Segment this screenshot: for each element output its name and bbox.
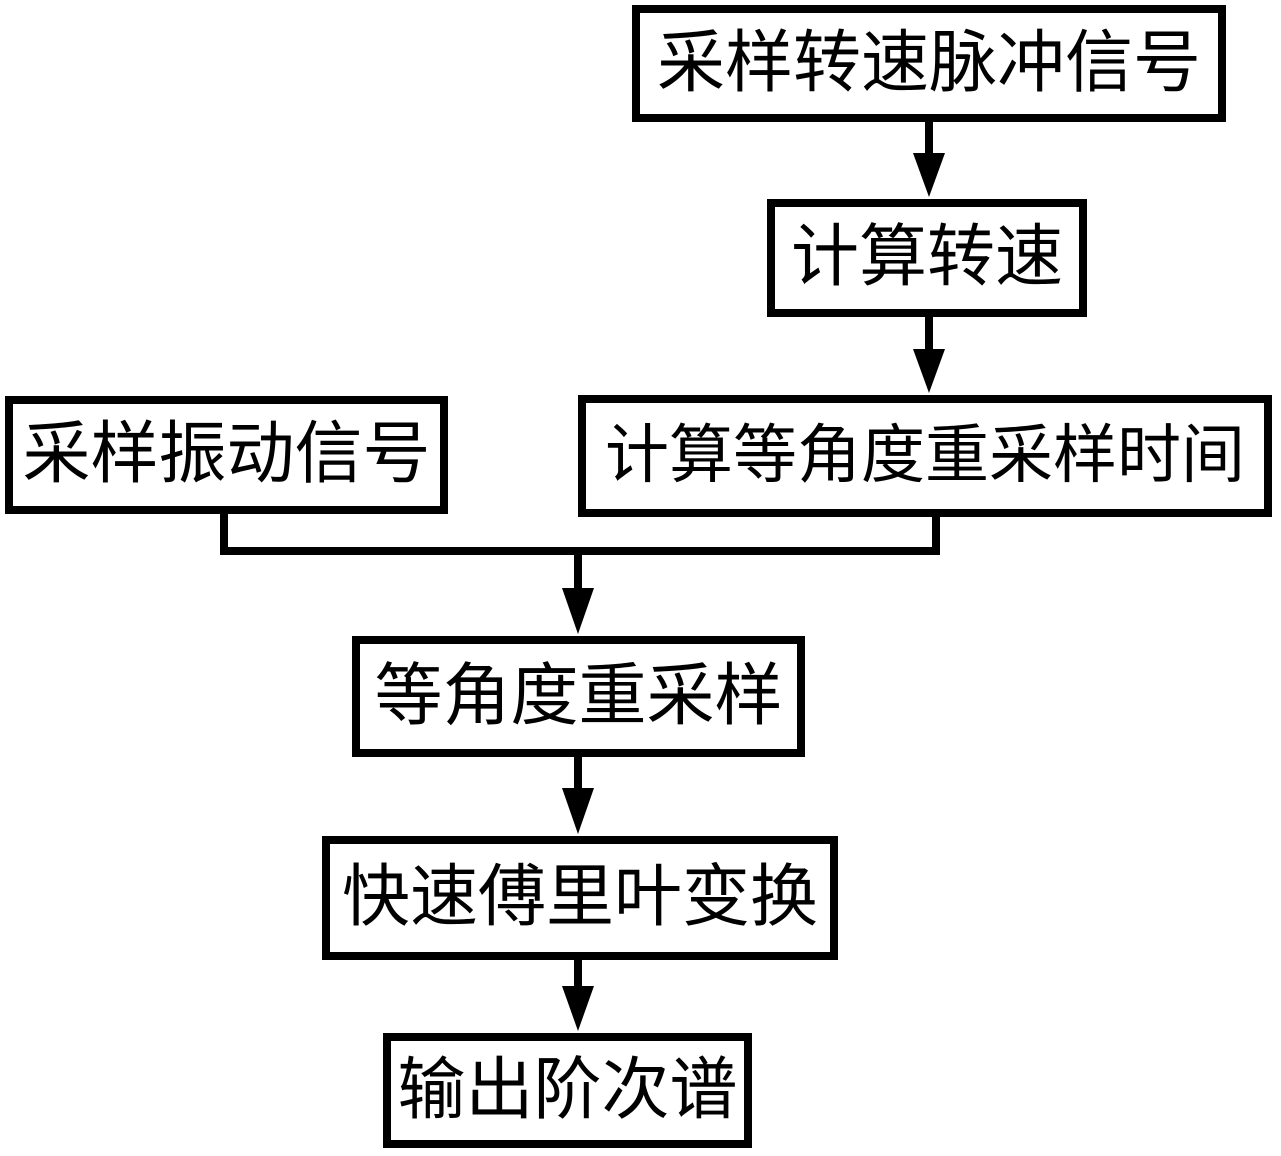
node-equal-angle-resample: 等角度重采样 <box>352 636 805 757</box>
arrow-calcspeed-to-calctime <box>913 317 945 393</box>
node-label: 快速傅里叶变换 <box>341 858 818 937</box>
node-label: 采样转速脉冲信号 <box>656 23 1201 103</box>
merge-connector <box>220 512 940 634</box>
node-output-order-spectrum: 输出阶次谱 <box>383 1033 752 1148</box>
arrow-pulse-to-calcspeed <box>913 122 945 197</box>
node-sample-speed-pulse: 采样转速脉冲信号 <box>632 5 1226 122</box>
arrow-resample-to-fft <box>562 755 594 834</box>
arrow-fft-to-output <box>562 958 594 1031</box>
node-sample-vibration: 采样振动信号 <box>5 396 448 514</box>
node-label: 计算等角度重采样时间 <box>605 419 1245 493</box>
node-calc-speed: 计算转速 <box>767 199 1087 317</box>
node-calc-resample-time: 计算等角度重采样时间 <box>578 395 1272 517</box>
node-fft: 快速傅里叶变换 <box>322 836 838 960</box>
node-label: 采样振动信号 <box>22 415 431 494</box>
node-label: 计算转速 <box>790 218 1063 297</box>
node-label: 等角度重采样 <box>374 656 783 736</box>
node-label: 输出阶次谱 <box>397 1050 738 1130</box>
